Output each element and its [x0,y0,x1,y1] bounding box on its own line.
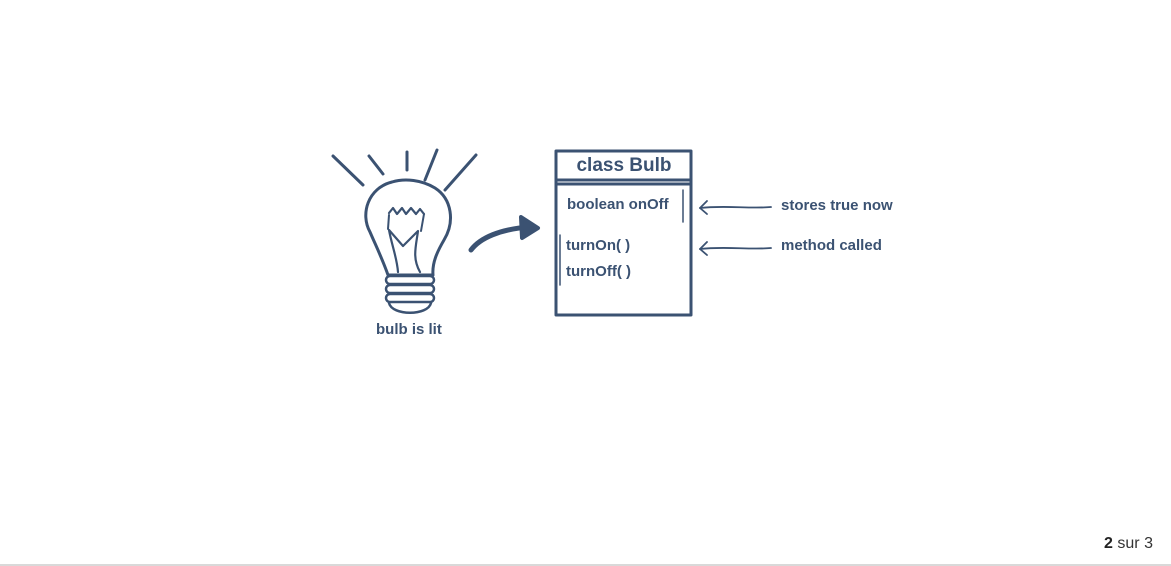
annotation-field: stores true now [781,197,893,214]
class-box-frame [554,149,693,317]
annotation-method: method called [781,237,882,254]
curved-arrow-icon [468,215,540,253]
light-rays-icon [331,148,478,192]
page-current: 2 [1104,535,1113,552]
class-method: turnOff( ) [566,263,631,280]
class-title: class Bulb [576,155,672,176]
page-indicator: 2 sur 3 [1104,535,1153,553]
lightbulb-icon [364,178,452,314]
bottom-divider [0,564,1171,566]
class-field: boolean onOff [567,196,669,213]
page-total: 3 [1144,535,1153,552]
annotation-arrow-icon [699,241,772,256]
class-method: turnOn( ) [566,237,631,254]
bulb-caption: bulb is lit [376,321,442,338]
annotation-arrow-icon [699,200,772,215]
page-separator: sur [1117,535,1140,552]
